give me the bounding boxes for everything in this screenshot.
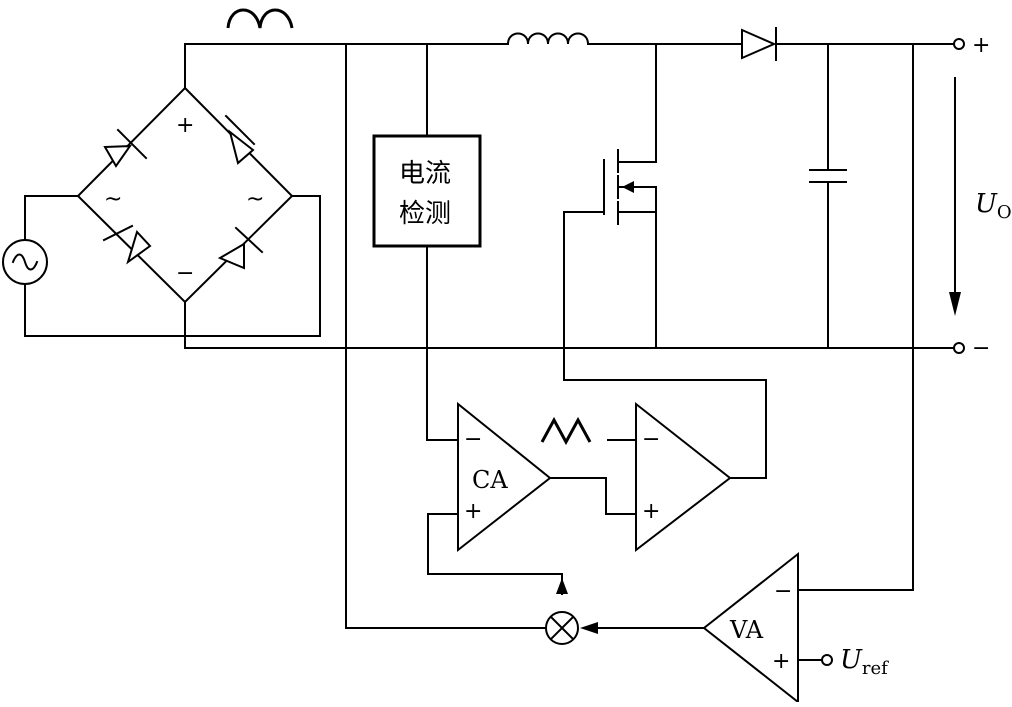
multiplier-icon	[545, 611, 579, 645]
inductor-icon	[506, 32, 590, 46]
wire-ca-out	[549, 477, 637, 515]
terminal-plus	[953, 38, 965, 50]
wire-bottom-rail	[184, 301, 956, 349]
wire-feedforward	[345, 43, 547, 629]
ca-opamp-icon	[457, 401, 552, 553]
bridge-minus: −	[176, 261, 194, 286]
uref-label: Uref	[840, 645, 889, 679]
terminal-minus	[953, 342, 965, 354]
current-detect-label-2: 检测	[399, 199, 451, 229]
wire-ca-plus-in	[427, 513, 563, 595]
terminal-minus-label: −	[972, 336, 990, 361]
comp-plus: +	[642, 499, 660, 524]
comp-minus: −	[642, 427, 660, 452]
terminal-plus-label: +	[972, 33, 990, 58]
bridge-plus: +	[176, 113, 194, 138]
terminal-uref	[821, 654, 833, 666]
pwm-comparator-icon	[635, 401, 732, 553]
ca-minus: −	[464, 427, 482, 452]
wire-ac-top	[24, 195, 79, 241]
wire-gate	[563, 211, 767, 479]
ca-label: CA	[472, 466, 508, 494]
va-opamp-icon	[702, 551, 799, 705]
mosfet-icon	[603, 43, 657, 349]
current-detect-label-1: 电流	[399, 159, 451, 189]
ca-plus: +	[464, 499, 482, 524]
bridge-tilde-left: ~	[104, 187, 122, 212]
ac-source-icon	[2, 239, 48, 285]
rectified-sine-icon	[226, 8, 294, 29]
wire-current-detect-out	[426, 245, 459, 441]
bridge-tilde-right: ~	[246, 187, 264, 212]
va-label: VA	[729, 616, 764, 644]
capacitor-icon	[809, 43, 847, 349]
diode-icon	[741, 27, 777, 61]
va-plus: +	[772, 649, 790, 674]
current-detect-block	[372, 134, 482, 248]
va-minus: −	[774, 579, 792, 604]
wire-ac-bottom	[24, 195, 321, 337]
sawtooth-icon	[540, 416, 592, 446]
uo-label: UO	[975, 189, 1012, 223]
